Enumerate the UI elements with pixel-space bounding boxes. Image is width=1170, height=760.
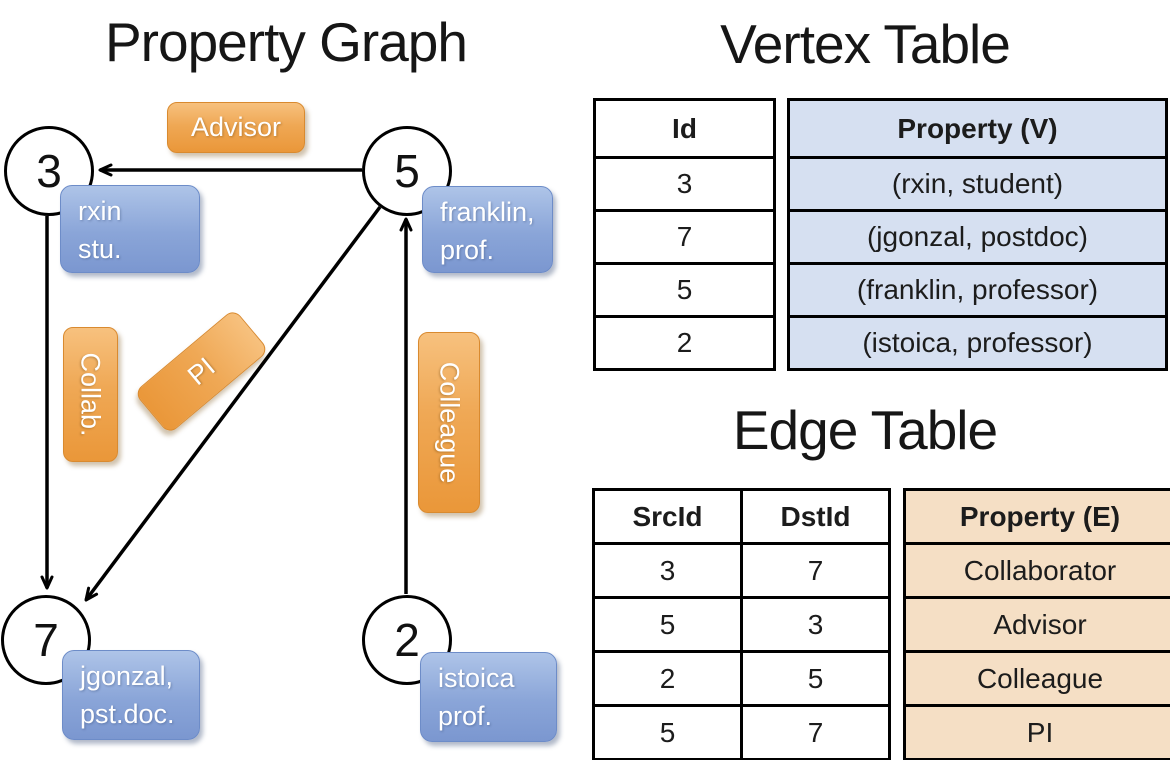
edge-property-cell: Advisor — [903, 596, 1170, 653]
node-2-id: 2 — [394, 614, 420, 666]
edge-label-collab: Collab. — [63, 327, 118, 462]
vertex-id-cell: 5 — [593, 262, 776, 318]
edge-srcid-header: SrcId — [592, 488, 743, 545]
edge-dst-cell: 5 — [740, 650, 891, 707]
node-3-id: 3 — [36, 145, 62, 197]
vertex-property-cell: (rxin, student) — [787, 156, 1168, 212]
table-row: 7 — [593, 209, 776, 265]
table-row: 2 — [593, 315, 776, 371]
vertex-property-header: Property (V) — [787, 98, 1168, 159]
table-row: 2 5 — [592, 650, 891, 707]
vertex-id-table: Id 3 7 5 2 — [593, 98, 776, 371]
edge-property-table: Property (E) Collaborator Advisor Collea… — [903, 488, 1170, 760]
node-7-id: 7 — [33, 614, 59, 666]
vertex-3-line-2: stu. — [78, 234, 122, 264]
vertex-id-header: Id — [593, 98, 776, 159]
table-row: Advisor — [903, 596, 1170, 653]
table-row: 5 7 — [592, 704, 891, 760]
edge-table-title: Edge Table — [732, 399, 998, 461]
edge-5-to-7-pi — [84, 205, 382, 602]
vertex-property-label-5: franklin, prof. — [422, 186, 553, 273]
graph-edges-layer — [40, 163, 413, 602]
edge-label-advisor: Advisor — [167, 102, 305, 153]
edge-property-cell: Collaborator — [903, 542, 1170, 599]
vertex-5-line-1: franklin, — [440, 197, 535, 227]
graph-node-5: 5 — [362, 126, 452, 216]
edge-label-pi-text: PI — [181, 351, 221, 391]
edge-label-colleague-text: Colleague — [434, 361, 465, 484]
vertex-property-label-7: jgonzal, pst.doc. — [62, 650, 200, 740]
graph-node-2: 2 — [362, 595, 452, 685]
vertex-5-line-2: prof. — [440, 235, 495, 265]
table-row: 5 — [593, 262, 776, 318]
vertex-property-table: Property (V) (rxin, student) (jgonzal, p… — [787, 98, 1168, 371]
table-row: 3 — [593, 156, 776, 212]
property-graph-title: Property Graph — [104, 11, 468, 73]
edge-dst-cell: 7 — [740, 704, 891, 760]
vertex-3-line-1: rxin — [78, 196, 122, 226]
vertex-table-title: Vertex Table — [720, 13, 1011, 75]
vertex-7-line-2: pst.doc. — [80, 699, 175, 729]
vertex-id-cell: 3 — [593, 156, 776, 212]
vertex-2-line-2: prof. — [438, 701, 493, 731]
vertex-property-label-3: rxin stu. — [60, 185, 200, 273]
vertex-7-line-1: jgonzal, — [80, 661, 174, 691]
edge-src-cell: 3 — [592, 542, 743, 599]
edge-dst-cell: 7 — [740, 542, 891, 599]
vertex-property-cell: (franklin, professor) — [787, 262, 1168, 318]
vertex-property-cell: (istoica, professor) — [787, 315, 1168, 371]
table-row: PI — [903, 704, 1170, 760]
edge-dst-cell: 3 — [740, 596, 891, 653]
table-row: 3 7 — [592, 542, 891, 599]
vertex-2-line-1: istoica — [438, 663, 515, 693]
vertex-property-cell: (jgonzal, postdoc) — [787, 209, 1168, 265]
edge-property-cell: Colleague — [903, 650, 1170, 707]
edge-label-colleague: Colleague — [418, 332, 480, 513]
vertex-id-cell: 2 — [593, 315, 776, 371]
edge-property-cell: PI — [903, 704, 1170, 760]
vertex-table: Id 3 7 5 2 Property (V) (rxin, student) … — [593, 98, 1168, 371]
node-5-id: 5 — [394, 145, 420, 197]
table-row: (jgonzal, postdoc) — [787, 209, 1168, 265]
table-row: 5 3 — [592, 596, 891, 653]
table-row: Colleague — [903, 650, 1170, 707]
edge-dstid-header: DstId — [740, 488, 891, 545]
edge-label-collab-text: Collab. — [76, 352, 107, 437]
table-row: (rxin, student) — [787, 156, 1168, 212]
edge-src-cell: 5 — [592, 704, 743, 760]
edge-table: SrcId DstId 3 7 5 3 2 5 5 7 Property (E)… — [592, 488, 1170, 760]
table-row: Collaborator — [903, 542, 1170, 599]
vertex-property-label-2: istoica prof. — [420, 652, 557, 742]
edge-src-cell: 2 — [592, 650, 743, 707]
edge-property-header: Property (E) — [903, 488, 1170, 545]
edge-src-cell: 5 — [592, 596, 743, 653]
edge-src-dst-table: SrcId DstId 3 7 5 3 2 5 5 7 — [592, 488, 891, 760]
table-row: (istoica, professor) — [787, 315, 1168, 371]
table-row: (franklin, professor) — [787, 262, 1168, 318]
vertex-id-cell: 7 — [593, 209, 776, 265]
